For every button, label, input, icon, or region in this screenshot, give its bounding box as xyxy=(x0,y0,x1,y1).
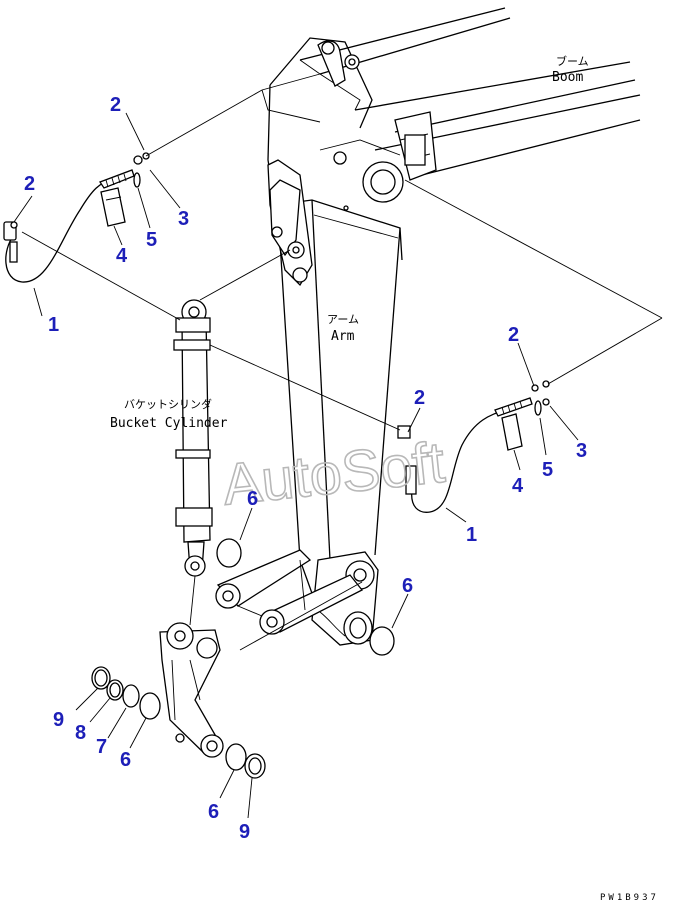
drawing-code: PW1B937 xyxy=(600,893,659,903)
callout-2-right-hose: 2 xyxy=(414,387,425,409)
callout-9-left: 9 xyxy=(53,709,64,731)
shims-and-washers xyxy=(91,538,395,779)
linkage xyxy=(159,549,364,758)
callout-5-right: 5 xyxy=(542,459,553,481)
callout-5-left: 5 xyxy=(146,229,157,251)
callout-6-link-bottom: 6 xyxy=(208,801,219,823)
callout-8: 8 xyxy=(75,722,86,744)
callout-2-right-top: 2 xyxy=(508,324,519,346)
arm-label-jp: アーム xyxy=(327,313,359,326)
bucket-cylinder-label-jp: バケットシリンダ xyxy=(124,397,212,411)
callouts: 1 2 2 3 4 5 1 2 2 3 4 5 6 6 6 6 7 8 9 9 xyxy=(24,94,587,843)
arm xyxy=(267,37,404,646)
callout-3-right: 3 xyxy=(576,440,587,462)
callout-9-bottom: 9 xyxy=(239,821,250,843)
callout-3-left: 3 xyxy=(178,208,189,230)
grease-hose-left xyxy=(3,152,150,283)
grease-hose-right xyxy=(397,380,550,513)
leader-lines xyxy=(13,112,579,819)
callout-2-left-top: 2 xyxy=(110,94,121,116)
arm-label-en: Arm xyxy=(331,329,355,344)
boom-label-en: Boom xyxy=(552,70,583,85)
callout-6-link-left: 6 xyxy=(120,749,131,771)
boom-label-jp: ブーム xyxy=(556,54,589,68)
boom xyxy=(299,7,641,181)
callout-6-arm-left: 6 xyxy=(247,488,258,510)
bucket-cylinder-label-en: Bucket Cylinder xyxy=(110,416,228,431)
callout-4-right: 4 xyxy=(512,475,524,497)
callout-1-right: 1 xyxy=(466,524,477,546)
callout-6-arm-right: 6 xyxy=(402,575,413,597)
callout-7: 7 xyxy=(96,736,107,758)
callout-4-left: 4 xyxy=(116,245,128,267)
bucket-cylinder xyxy=(173,299,213,626)
callout-1-left: 1 xyxy=(48,314,59,336)
callout-2-left-hose: 2 xyxy=(24,173,35,195)
guide-lines xyxy=(21,73,663,651)
